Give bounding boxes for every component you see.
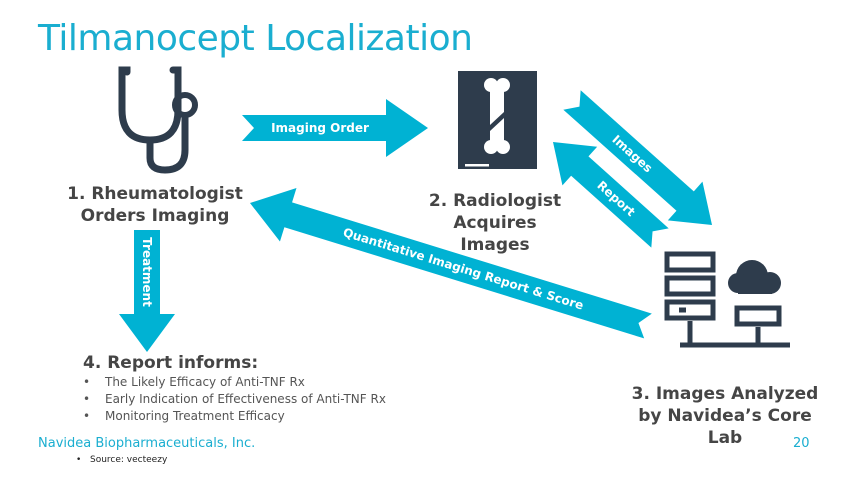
bullet-item: Early Indication of Effectiveness of Ant… [83,391,386,408]
step-4-label: 4. Report informs: [83,353,259,373]
source-note: Source: vecteezy [76,455,167,465]
treatment-arrow: Treatment [119,230,175,352]
step-2-label: 2. Radiologist Acquires Images [428,191,562,255]
xray-icon [458,71,537,172]
step-3-label: 3. Images Analyzed by Navidea’s Core Lab [631,384,819,448]
treatment-arrow-shape [119,230,175,352]
bullet-item: Monitoring Treatment Efficacy [83,408,386,425]
page-number: 20 [793,436,810,451]
images-arrow-shape [563,90,712,225]
company-name: Navidea Biopharmaceuticals, Inc. [38,436,256,451]
cloud-icon [728,260,781,294]
slide-title: Tilmanocept Localization [38,18,473,59]
report-bullets: The Likely Efficacy of Anti-TNF Rx Early… [83,374,386,425]
treatment-arrow-label: Treatment [140,237,154,307]
report-arrow-shape [552,142,669,248]
imaging-order-arrow-shape [242,99,428,157]
stethoscope-icon [118,66,198,174]
server-cloud-icon [664,251,790,348]
bullet-item: The Likely Efficacy of Anti-TNF Rx [83,374,386,391]
quantitative-report-arrow-shape [249,188,652,339]
imaging-order-arrow: Imaging Order [242,99,428,157]
imaging-order-arrow-label: Imaging Order [271,121,369,135]
step-1-label: 1. Rheumatologist Orders Imaging [67,184,243,226]
